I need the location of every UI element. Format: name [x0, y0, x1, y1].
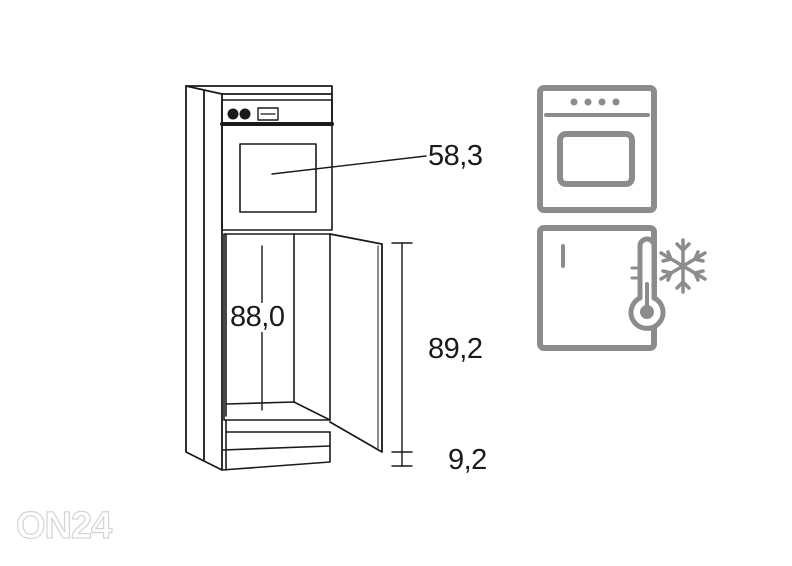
- dimension-lines: [261, 155, 427, 467]
- watermark-logo: ON24: [15, 504, 112, 547]
- door-height-dimension: 89,2: [428, 333, 483, 365]
- inner-height-dimension: 88,0: [229, 301, 286, 333]
- plinth-height-dimension: 9,2: [448, 444, 487, 476]
- cabinet-body: [185, 85, 333, 471]
- fridge-freezer-icon: [537, 225, 657, 351]
- lower-compartment: [221, 233, 331, 471]
- oven-icon: [537, 85, 657, 213]
- cabinet-door: [329, 233, 383, 453]
- thermometer-icon: [628, 236, 666, 331]
- oven-niche-dimension: 58,3: [428, 140, 483, 172]
- oven-unit: [220, 99, 334, 231]
- snowflake-icon: [659, 238, 707, 294]
